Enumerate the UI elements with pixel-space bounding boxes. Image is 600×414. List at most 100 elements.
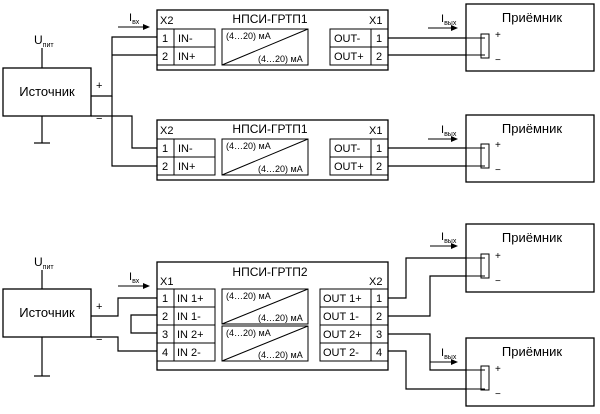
supply-label-top: Uпит <box>34 33 54 49</box>
module2-out-pin-2: 2 <box>376 161 382 173</box>
module2-out-label-2: OUT+ <box>334 161 364 173</box>
module1-out-pin-2: 2 <box>376 51 382 63</box>
module3-converter-2 <box>221 325 309 362</box>
module1-title: НПСИ-ГРТП1 <box>232 12 307 26</box>
module3-in-label-1: IN 1+ <box>177 293 204 305</box>
module3-in-label-3: IN 2+ <box>177 329 204 341</box>
module3-converter-2-range-in: (4…20) мА <box>226 328 271 338</box>
module3-out-label-1: OUT 1+ <box>323 293 362 305</box>
module1-in-label-block <box>173 28 216 66</box>
module3-out-label-4: OUT 2- <box>323 347 359 359</box>
source-box-bottom <box>2 288 92 338</box>
module2-range-out: (4…20) мА <box>258 164 303 174</box>
receiver-2-plus: + <box>495 140 501 151</box>
source-minus-top: − <box>96 113 102 125</box>
module3-in-label-2: IN 1- <box>177 311 201 323</box>
module1-range-in: (4…20) мА <box>226 31 271 41</box>
module2-in-label-1: IN- <box>178 143 193 155</box>
module3-converter-2-diagonal <box>221 325 309 362</box>
module3-out-pin-4: 4 <box>376 347 382 359</box>
module2-out-connector: X1 <box>369 125 382 137</box>
supply-label-bottom: Uпит <box>34 255 54 271</box>
out-current-label-1: Iвых <box>441 13 457 27</box>
receiver-1-resistor <box>480 33 490 59</box>
wire-out1minus <box>388 275 466 317</box>
wire-source-plus-to-m1-in1 <box>91 36 157 97</box>
module3-out-label-2: OUT 1- <box>323 311 359 323</box>
receiver-4-plus: + <box>495 364 501 375</box>
module1-converter <box>221 28 309 66</box>
module1-in-pin-1: 1 <box>162 33 168 45</box>
module3-in-label-4: IN 2- <box>177 347 201 359</box>
receiver-box-2 <box>465 114 595 183</box>
receiver-label-1: Приёмник <box>502 10 562 25</box>
module1-box <box>156 9 389 71</box>
module3-in-pin-4: 4 <box>162 347 168 359</box>
source-box-top <box>2 67 92 117</box>
module3-in-pin-3: 3 <box>162 329 168 341</box>
module3-box <box>156 261 389 371</box>
module2-title: НПСИ-ГРТП1 <box>232 122 307 136</box>
receiver-1-plus: + <box>495 30 501 41</box>
module2-in-pin-1: 1 <box>162 143 168 155</box>
module3-converter-2-range-out: (4…20) мА <box>258 350 303 360</box>
receiver-3-plus: + <box>495 251 501 262</box>
source-plus-bottom: + <box>96 301 102 313</box>
in-current-label-top: Iвх <box>129 12 140 26</box>
in-current-label-bottom: Iвх <box>129 271 140 285</box>
module2-converter <box>221 138 309 176</box>
wire-out2plus <box>388 333 466 371</box>
in-current-arrowhead-top <box>143 24 150 30</box>
receiver-label-3: Приёмник <box>502 230 562 245</box>
module1-out-connector: X1 <box>369 15 382 27</box>
receiver-2-minus: − <box>495 165 501 176</box>
in-current-arrowhead-bottom <box>143 283 150 289</box>
out-current-arrowhead-1 <box>451 25 458 31</box>
module2-out-label-1: OUT- <box>334 143 361 155</box>
out-current-arrowhead-2 <box>451 136 458 142</box>
module2-converter-diagonal <box>221 138 309 176</box>
module3-out-connector: X2 <box>369 276 382 288</box>
out-current-label-3: Iвых <box>441 231 457 245</box>
module1-out-pin-1: 1 <box>376 33 382 45</box>
receiver-2-leads <box>466 147 485 167</box>
wire-out2minus <box>388 350 466 390</box>
module1-out-label-1: OUT- <box>334 33 361 45</box>
receiver-label-4: Приёмник <box>502 344 562 359</box>
receiver-4-minus: − <box>495 389 501 400</box>
module2-in-label-block <box>173 138 216 176</box>
receiver-2-resistor <box>480 143 490 169</box>
source-label-bottom: Источник <box>19 305 75 320</box>
module2-in-pin-2: 2 <box>162 161 168 173</box>
wire-source-plus-to-m2-in2 <box>111 96 157 167</box>
module3-out-pin-3: 3 <box>376 329 382 341</box>
module3-in-connector: X1 <box>160 276 173 288</box>
wire-out1plus <box>388 257 466 299</box>
module2-in-label-2: IN+ <box>178 161 195 173</box>
module3-converter-1-range-in: (4…20) мА <box>226 291 271 301</box>
wire-source-minus-to-in2minus <box>91 336 157 352</box>
out-current-label-2: Iвых <box>441 124 457 138</box>
source-minus-bottom: − <box>96 334 102 346</box>
module1-converter-diagonal <box>221 28 309 66</box>
module3-out-pin-2: 2 <box>376 311 382 323</box>
module3-out-pin-1: 1 <box>376 293 382 305</box>
receiver-3-minus: − <box>495 276 501 287</box>
out-current-label-4: Iвых <box>441 347 457 361</box>
receiver-box-3 <box>465 223 595 293</box>
module2-out-pin-1: 1 <box>376 143 382 155</box>
receiver-1-leads <box>466 37 485 56</box>
module1-in-label-2: IN+ <box>178 51 195 63</box>
receiver-1-minus: − <box>495 55 501 66</box>
module3-title: НПСИ-ГРТП2 <box>232 265 307 279</box>
module2-range-in: (4…20) мА <box>226 141 271 151</box>
module3-converter-1 <box>221 288 309 325</box>
wire-source-plus-to-in1 <box>91 297 157 317</box>
out-current-arrowhead-3 <box>451 243 458 249</box>
module1-out-label-2: OUT+ <box>334 51 364 63</box>
receiver-4-resistor <box>480 365 490 391</box>
module1-in-connector: X2 <box>160 15 173 27</box>
wire-jumper-in1minus-in2plus <box>130 314 157 334</box>
receiver-3-resistor <box>480 253 490 279</box>
module1-in-pin-2: 2 <box>162 51 168 63</box>
